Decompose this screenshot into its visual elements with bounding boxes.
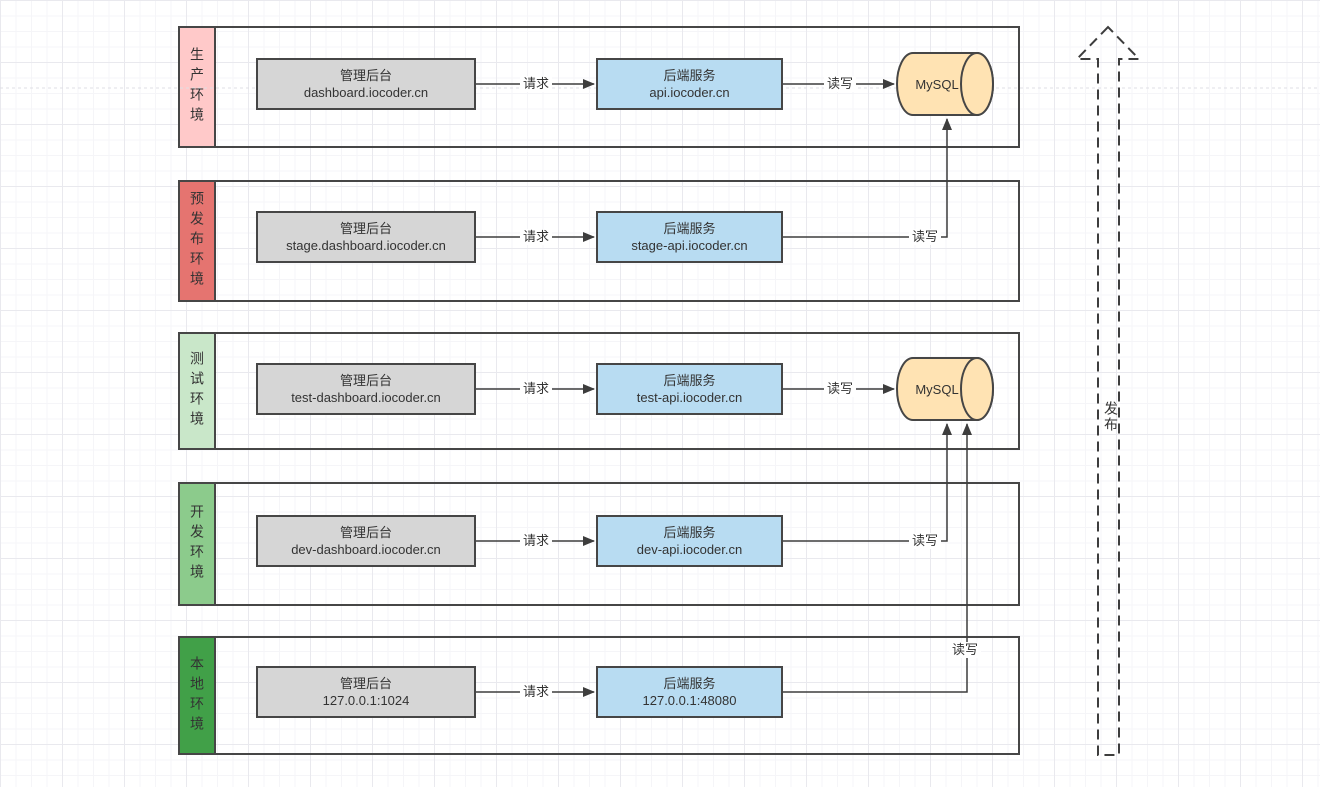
- node-title: 管理后台: [339, 676, 392, 691]
- node-title: 后端服务: [663, 221, 716, 236]
- node-title: 后端服务: [663, 68, 716, 83]
- edge-label-request: 请求: [519, 229, 553, 245]
- edge-label-request: 请求: [519, 381, 553, 397]
- node-host: test-api.iocoder.cn: [636, 390, 743, 405]
- env-tag-staging: 预发布环境: [178, 180, 216, 302]
- env-tag-label: 预发布环境: [189, 191, 205, 291]
- node-host: dev-api.iocoder.cn: [636, 542, 743, 557]
- node-title: 后端服务: [663, 676, 716, 691]
- edge-label-readwrite: 读写: [908, 533, 942, 549]
- node-host: test-dashboard.iocoder.cn: [291, 390, 441, 405]
- env-row-staging: 预发布环境: [178, 180, 1020, 302]
- node-host: dev-dashboard.iocoder.cn: [291, 542, 441, 557]
- backend-node-testing: 后端服务 test-api.iocoder.cn: [596, 363, 783, 415]
- node-host: stage-api.iocoder.cn: [631, 238, 748, 253]
- env-tag-label: 本地环境: [189, 655, 205, 736]
- env-tag-testing: 测试环境: [178, 332, 216, 450]
- admin-node-development: 管理后台 dev-dashboard.iocoder.cn: [256, 515, 476, 567]
- node-title: 管理后台: [339, 221, 392, 236]
- edge-label-readwrite: 读写: [948, 642, 982, 658]
- env-tag-development: 开发环境: [178, 482, 216, 606]
- release-arrow-label: 发布: [1103, 401, 1119, 433]
- edge-label-request: 请求: [519, 684, 553, 700]
- admin-node-production: 管理后台 dashboard.iocoder.cn: [256, 58, 476, 110]
- env-tag-production: 生产环境: [178, 26, 216, 148]
- edge-label-readwrite: 读写: [908, 229, 942, 245]
- admin-node-testing: 管理后台 test-dashboard.iocoder.cn: [256, 363, 476, 415]
- node-host: dashboard.iocoder.cn: [303, 85, 429, 100]
- node-title: 后端服务: [663, 373, 716, 388]
- backend-node-local: 后端服务 127.0.0.1:48080: [596, 666, 783, 718]
- node-title: 后端服务: [663, 525, 716, 540]
- backend-node-staging: 后端服务 stage-api.iocoder.cn: [596, 211, 783, 263]
- release-arrow-outline: [1074, 25, 1142, 756]
- env-row-local: 本地环境: [178, 636, 1020, 755]
- env-tag-label: 测试环境: [189, 351, 205, 431]
- env-tag-local: 本地环境: [178, 636, 216, 755]
- backend-node-production: 后端服务 api.iocoder.cn: [596, 58, 783, 110]
- node-host: 127.0.0.1:48080: [642, 693, 737, 708]
- edge-label-request: 请求: [519, 76, 553, 92]
- edge-label-readwrite: 读写: [823, 76, 857, 92]
- env-tag-label: 生产环境: [189, 47, 205, 127]
- env-row-testing: 测试环境: [178, 332, 1020, 450]
- env-row-development: 开发环境: [178, 482, 1020, 606]
- edge-label-readwrite: 读写: [823, 381, 857, 397]
- backend-node-development: 后端服务 dev-api.iocoder.cn: [596, 515, 783, 567]
- node-host: stage.dashboard.iocoder.cn: [286, 238, 446, 253]
- admin-node-staging: 管理后台 stage.dashboard.iocoder.cn: [256, 211, 476, 263]
- node-title: 管理后台: [339, 68, 392, 83]
- node-title: 管理后台: [339, 373, 392, 388]
- node-title: 管理后台: [339, 525, 392, 540]
- env-row-production: 生产环境: [178, 26, 1020, 148]
- node-host: api.iocoder.cn: [649, 85, 730, 100]
- node-host: 127.0.0.1:1024: [322, 693, 410, 708]
- env-tag-label: 开发环境: [189, 504, 205, 584]
- admin-node-local: 管理后台 127.0.0.1:1024: [256, 666, 476, 718]
- edge-label-request: 请求: [519, 533, 553, 549]
